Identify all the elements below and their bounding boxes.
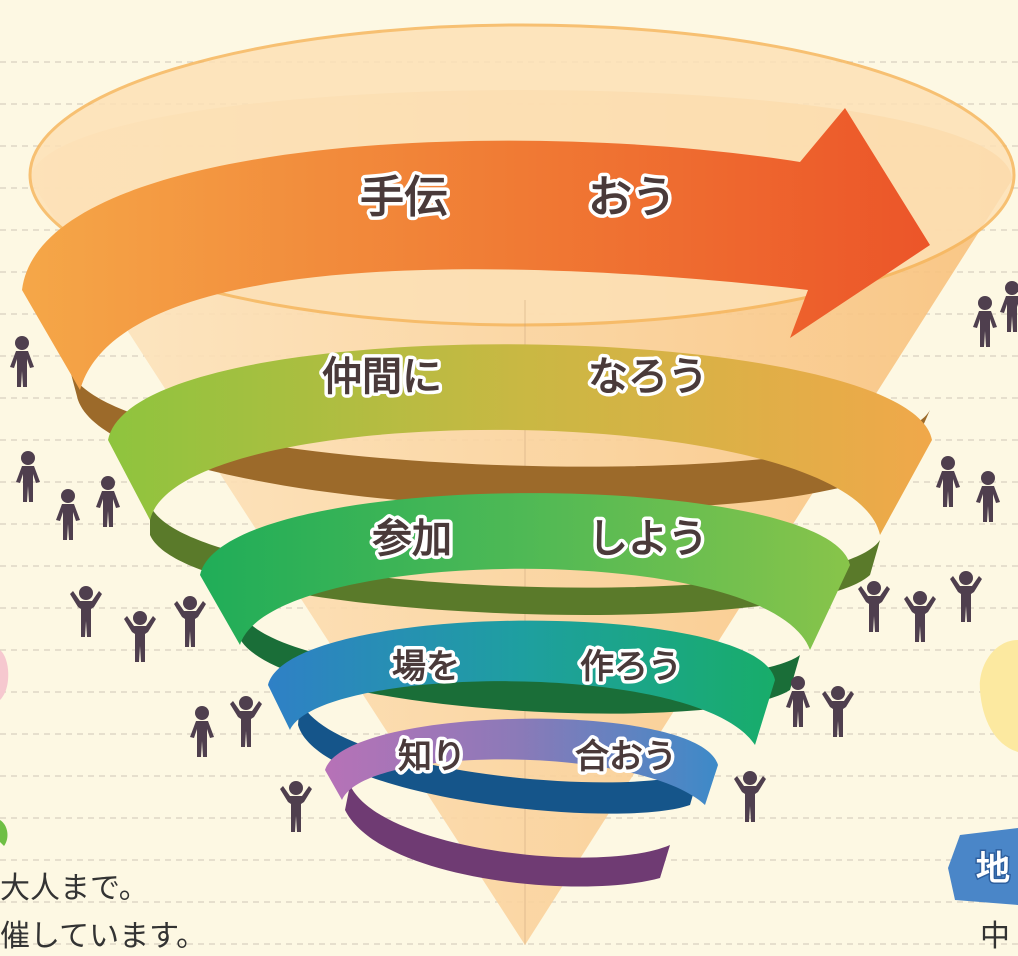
person-icon — [280, 781, 312, 832]
person-icon — [16, 451, 40, 502]
band-back-0 — [70, 370, 930, 510]
band-level-3 — [268, 620, 775, 745]
person-icon — [734, 771, 766, 822]
right-badge — [948, 828, 1018, 905]
person-icon — [936, 456, 960, 507]
level-0-right-label: おう — [588, 172, 676, 223]
level-3-right-label: 作ろう — [580, 647, 682, 687]
band-level-4 — [325, 718, 718, 805]
person-icon — [976, 471, 1000, 522]
person-icon — [174, 596, 206, 647]
level-1-right-label: なろう — [588, 354, 708, 400]
band-back-4 — [345, 785, 670, 887]
person-icon — [10, 336, 34, 387]
person-icon — [56, 489, 80, 540]
right-caption-line-1: 中 — [980, 919, 1010, 954]
person-icon — [950, 571, 982, 622]
person-icon — [822, 686, 854, 737]
person-icon — [973, 296, 997, 347]
level-3-left-label: 場を — [392, 647, 460, 687]
band-level-0-arrow — [22, 108, 930, 390]
right-badge-text: 地 — [976, 849, 1010, 889]
green-mark — [0, 820, 8, 846]
person-icon — [70, 586, 102, 637]
level-0-left-label: 手伝 — [360, 172, 448, 223]
level-4-right-label: 合おう — [575, 737, 677, 777]
person-icon — [904, 591, 936, 642]
left-caption-line-2: 催しています。 — [0, 919, 206, 954]
level-2-right-label: しよう — [588, 516, 708, 562]
level-1-left-label: 仲間に — [322, 354, 442, 400]
person-icon — [96, 476, 120, 527]
pale-blob-decoration — [979, 640, 1018, 752]
band-back-3 — [298, 700, 700, 814]
band-level-2 — [200, 493, 850, 650]
left-caption-line-1: 大人まで。 — [0, 871, 149, 906]
person-icon — [858, 581, 890, 632]
level-4-left-label: 知り — [398, 737, 466, 777]
person-icon — [124, 611, 156, 662]
person-icon — [230, 696, 262, 747]
pink-blob-decoration — [0, 650, 9, 700]
band-level-1 — [108, 344, 932, 535]
person-icon — [1000, 281, 1018, 332]
person-icon — [190, 706, 214, 757]
level-2-left-label: 参加 — [372, 516, 452, 562]
